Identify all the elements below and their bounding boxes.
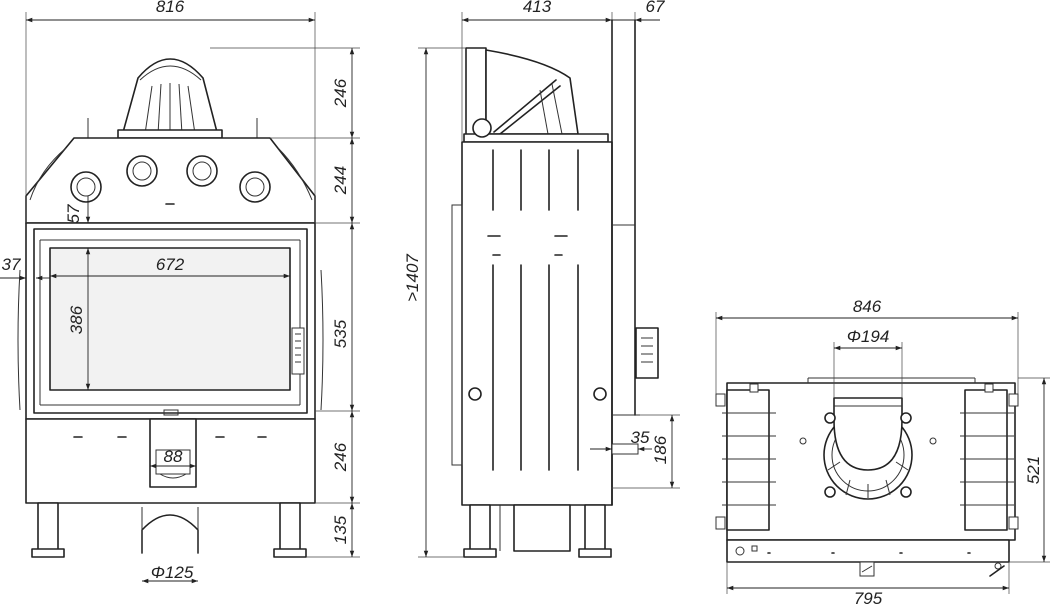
dim-386-label: 386 <box>67 305 86 334</box>
side-dimensions: 413 67 >1407 35 186 <box>403 0 680 558</box>
dim-535-label: 535 <box>331 319 350 348</box>
dim-246-bottom-label: 246 <box>331 442 350 472</box>
dim-88-label: 88 <box>164 447 183 466</box>
front-view <box>17 58 324 558</box>
dim-186-label: 186 <box>651 435 670 464</box>
dim-phi125-label: Φ125 <box>151 563 194 582</box>
front-dimensions: 816 246 244 535 246 135 57 672 386 37 88… <box>0 0 360 584</box>
dim-795-label: 795 <box>854 589 883 608</box>
dim-846-label: 846 <box>853 297 882 316</box>
side-view <box>451 19 659 558</box>
side-main-body <box>461 141 613 506</box>
dim-phi194-label: Φ194 <box>847 327 890 346</box>
front-legs <box>31 502 307 558</box>
dim-246-top-label: 246 <box>331 78 350 108</box>
front-air-inlet <box>141 514 199 554</box>
dim-244-label: 244 <box>331 166 350 195</box>
top-side-panels <box>715 383 1019 531</box>
top-view <box>715 377 1019 577</box>
dim-816-label: 816 <box>156 0 185 16</box>
dim-67-label: 67 <box>646 0 665 16</box>
dim-37-label: 37 <box>2 255 21 274</box>
dim-35-label: 35 <box>631 428 650 447</box>
side-flue-connector <box>463 47 609 143</box>
dim-57-label: 57 <box>64 204 83 223</box>
dim-135-label: 135 <box>331 515 350 544</box>
top-dimensions: 846 Φ194 521 795 <box>715 297 1050 608</box>
front-flue-collar <box>117 58 223 139</box>
front-door <box>17 222 324 420</box>
dim-1407-label: >1407 <box>403 254 422 302</box>
front-lower-body <box>25 418 316 504</box>
front-outlet-spigots <box>70 155 271 205</box>
top-flue-ring <box>799 397 937 500</box>
dim-521-label: 521 <box>1024 456 1043 484</box>
dim-672-label: 672 <box>156 255 185 274</box>
dim-413-label: 413 <box>523 0 552 16</box>
top-base-plate <box>726 539 1010 577</box>
